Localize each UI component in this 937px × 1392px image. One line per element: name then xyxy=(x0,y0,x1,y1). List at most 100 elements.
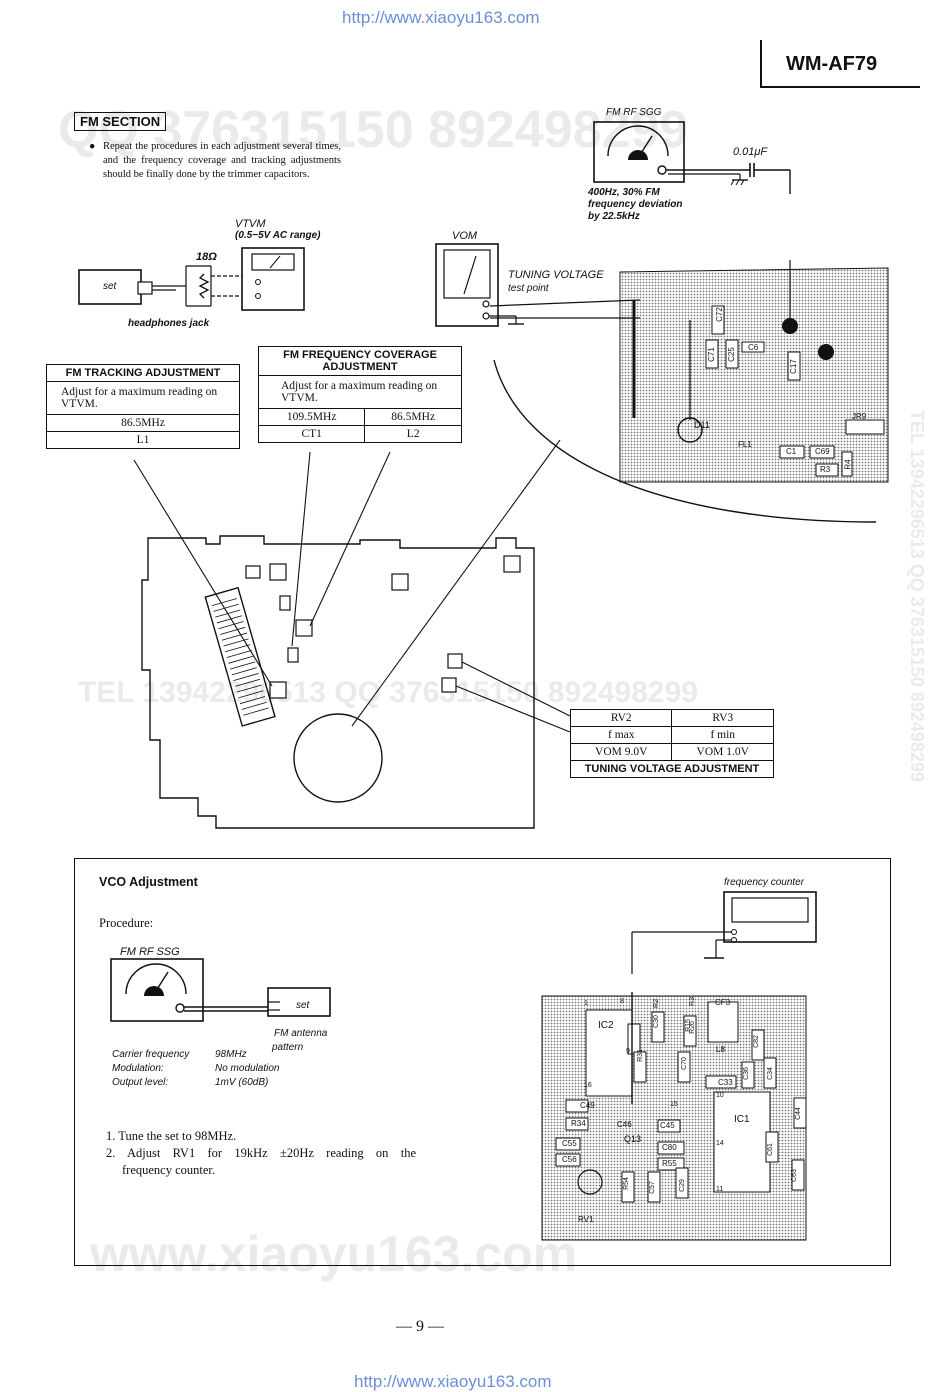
pcb-label-c44: C44 xyxy=(794,1107,802,1120)
pcb-detail-top xyxy=(489,260,889,523)
tuning-r1c2: f min xyxy=(671,726,774,744)
pcb-pin-8: 8 xyxy=(620,998,624,1005)
coverage-part-1: CT1 xyxy=(257,425,366,443)
tracking-part: L1 xyxy=(46,431,240,449)
pcb-top-label-fl1: FL1 xyxy=(738,440,752,449)
tracking-freq: 86.5MHz xyxy=(46,414,240,432)
pcb-top-label-c71: C71 xyxy=(706,347,716,362)
frequency-counter-label: frequency counter xyxy=(724,877,805,888)
vco-fm-rf-ssg-label: FM RF SSG xyxy=(120,946,180,958)
vtvm-test-setup xyxy=(78,247,305,311)
vco-step-2a: 2. Adjust RV1 for 19kHz ±20Hz reading on… xyxy=(106,1146,416,1160)
modulation-value: No modulation xyxy=(215,1063,280,1074)
main-board-diagram xyxy=(133,440,571,829)
tuning-table-title: TUNING VOLTAGE ADJUSTMENT xyxy=(570,760,774,778)
modulation-label: Modulation: xyxy=(112,1063,164,1074)
coverage-desc: Adjust for a maximum reading on VTVM. xyxy=(258,375,462,409)
tracking-desc: Adjust for a maximum reading on VTVM. xyxy=(46,381,240,415)
watermark-www: www.xiaoyu163.com xyxy=(90,1226,578,1282)
fm-section-label: FM SECTION xyxy=(74,112,167,131)
pcb-pin-11: 11 xyxy=(716,1186,724,1193)
coverage-title-2: ADJUSTMENT xyxy=(322,361,398,373)
pcb-label-c55: C55 xyxy=(562,1139,577,1148)
pcb-label-c61: C61 xyxy=(766,1143,774,1156)
carrier-label: Carrier frequency xyxy=(112,1049,190,1060)
pcb-label-c36: C36 xyxy=(742,1067,750,1080)
vco-antenna-label-1: FM antenna xyxy=(274,1028,328,1039)
tracking-title: FM TRACKING ADJUSTMENT xyxy=(46,364,240,382)
pcb-label-rv1: RV1 xyxy=(578,1215,594,1224)
fm-rf-sgg-label: FM RF SGG xyxy=(606,107,662,118)
fm-rf-sgg-instrument xyxy=(593,121,791,194)
tuning-col-2: RV3 xyxy=(671,709,774,727)
set-label-vtvm: set xyxy=(103,281,117,292)
resistor-value: 18Ω xyxy=(196,251,217,263)
test-point-label: test point xyxy=(508,283,549,294)
pcb-label-cf3: CF3 xyxy=(715,998,731,1007)
pcb-top-label-c6: C6 xyxy=(748,343,759,352)
tuning-r1c1: f max xyxy=(569,726,673,744)
pcb-label-c70: C70 xyxy=(680,1057,688,1070)
vco-procedure-label: Procedure: xyxy=(99,916,154,930)
pcb-pin-14: 14 xyxy=(716,1140,724,1147)
coverage-freq-1: 109.5MHz xyxy=(257,408,366,426)
sgg-note-1: 400Hz, 30% FM xyxy=(588,187,660,198)
pcb-top-label-r4: R4 xyxy=(843,459,853,470)
pcb-label-r3: R3 xyxy=(688,997,696,1006)
pcb-label-c63: C63 xyxy=(790,1169,798,1182)
page-number: — 9 — xyxy=(396,1318,444,1335)
model-number: WM-AF79 xyxy=(786,53,878,75)
pcb-label-r31: R31 xyxy=(636,1049,644,1062)
output-value: 1mV (60dB) xyxy=(215,1077,269,1088)
pcb-pin-10: 10 xyxy=(716,1092,724,1099)
pcb-label-l8: L8 xyxy=(716,1045,725,1054)
pcb-top-label-c25: C25 xyxy=(726,347,736,362)
vco-set-label: set xyxy=(296,1000,310,1011)
vom-label: VOM xyxy=(452,230,478,242)
pcb-detail-bottom xyxy=(541,992,807,1241)
vco-title: VCO Adjustment xyxy=(99,875,198,889)
fm-section-bullet: ● xyxy=(89,141,96,152)
tuning-voltage-label: TUNING VOLTAGE xyxy=(508,269,604,281)
pcb-label-c82: C82 xyxy=(752,1035,760,1048)
pcb-top-label-c17: C17 xyxy=(788,359,798,374)
watermark-side: TEL 13942296513 QQ 376315150 892498299 xyxy=(907,410,927,782)
coverage-part-2: L2 xyxy=(364,425,462,443)
pcb-pin-9: 9 xyxy=(626,1048,630,1055)
bottom-url: http://www.xiaoyu163.com xyxy=(354,1372,552,1391)
tuning-r2c2: VOM 1.0V xyxy=(671,743,774,761)
vco-antenna-label-2: pattern xyxy=(272,1042,304,1053)
pcb-label-c45: C45 xyxy=(660,1121,675,1130)
vtvm-range: (0.5−5V AC range) xyxy=(235,230,321,241)
vco-step-2b: frequency counter. xyxy=(122,1163,216,1177)
pcb-pin-16: 16 xyxy=(584,1082,592,1089)
pcb-label-c46: C46 xyxy=(617,1120,632,1129)
fm-tracking-table: FM TRACKING ADJUSTMENT Adjust for a maxi… xyxy=(46,364,240,449)
top-url: http://www.xiaoyu163.com xyxy=(342,8,540,27)
header-rule-horizontal xyxy=(760,86,920,88)
fm-section-note: Repeat the procedures in each adjustment… xyxy=(103,141,341,180)
pcb-label-r34: R34 xyxy=(571,1119,586,1128)
pcb-label-c49: C49 xyxy=(580,1101,595,1110)
pcb-label-c34: C34 xyxy=(766,1067,774,1080)
pcb-top-label-c72: C72 xyxy=(714,307,724,322)
pcb-top-label-c69: C69 xyxy=(815,447,830,456)
capacitor-value: 0.01μF xyxy=(733,146,768,158)
pcb-label-r55: R55 xyxy=(662,1159,677,1168)
pcb-label-c30: C30 xyxy=(652,1015,660,1028)
coverage-freq-2: 86.5MHz xyxy=(364,408,462,426)
pcb-top-label-c1: C1 xyxy=(786,447,797,456)
headphones-jack-label: headphones jack xyxy=(128,318,210,329)
vco-ssg-setup xyxy=(110,958,331,1022)
carrier-value: 98MHz xyxy=(215,1049,247,1060)
pcb-label-c33: C33 xyxy=(718,1078,733,1087)
vco-step-1: 1. Tune the set to 98MHz. xyxy=(106,1129,237,1143)
pcb-label-ic1: IC1 xyxy=(734,1114,750,1125)
pcb-top-label-d11: D11 xyxy=(694,420,710,430)
vom-instrument xyxy=(435,243,524,327)
pcb-top-label-jr9: JR9 xyxy=(852,412,867,421)
output-label: Output level: xyxy=(112,1077,169,1088)
